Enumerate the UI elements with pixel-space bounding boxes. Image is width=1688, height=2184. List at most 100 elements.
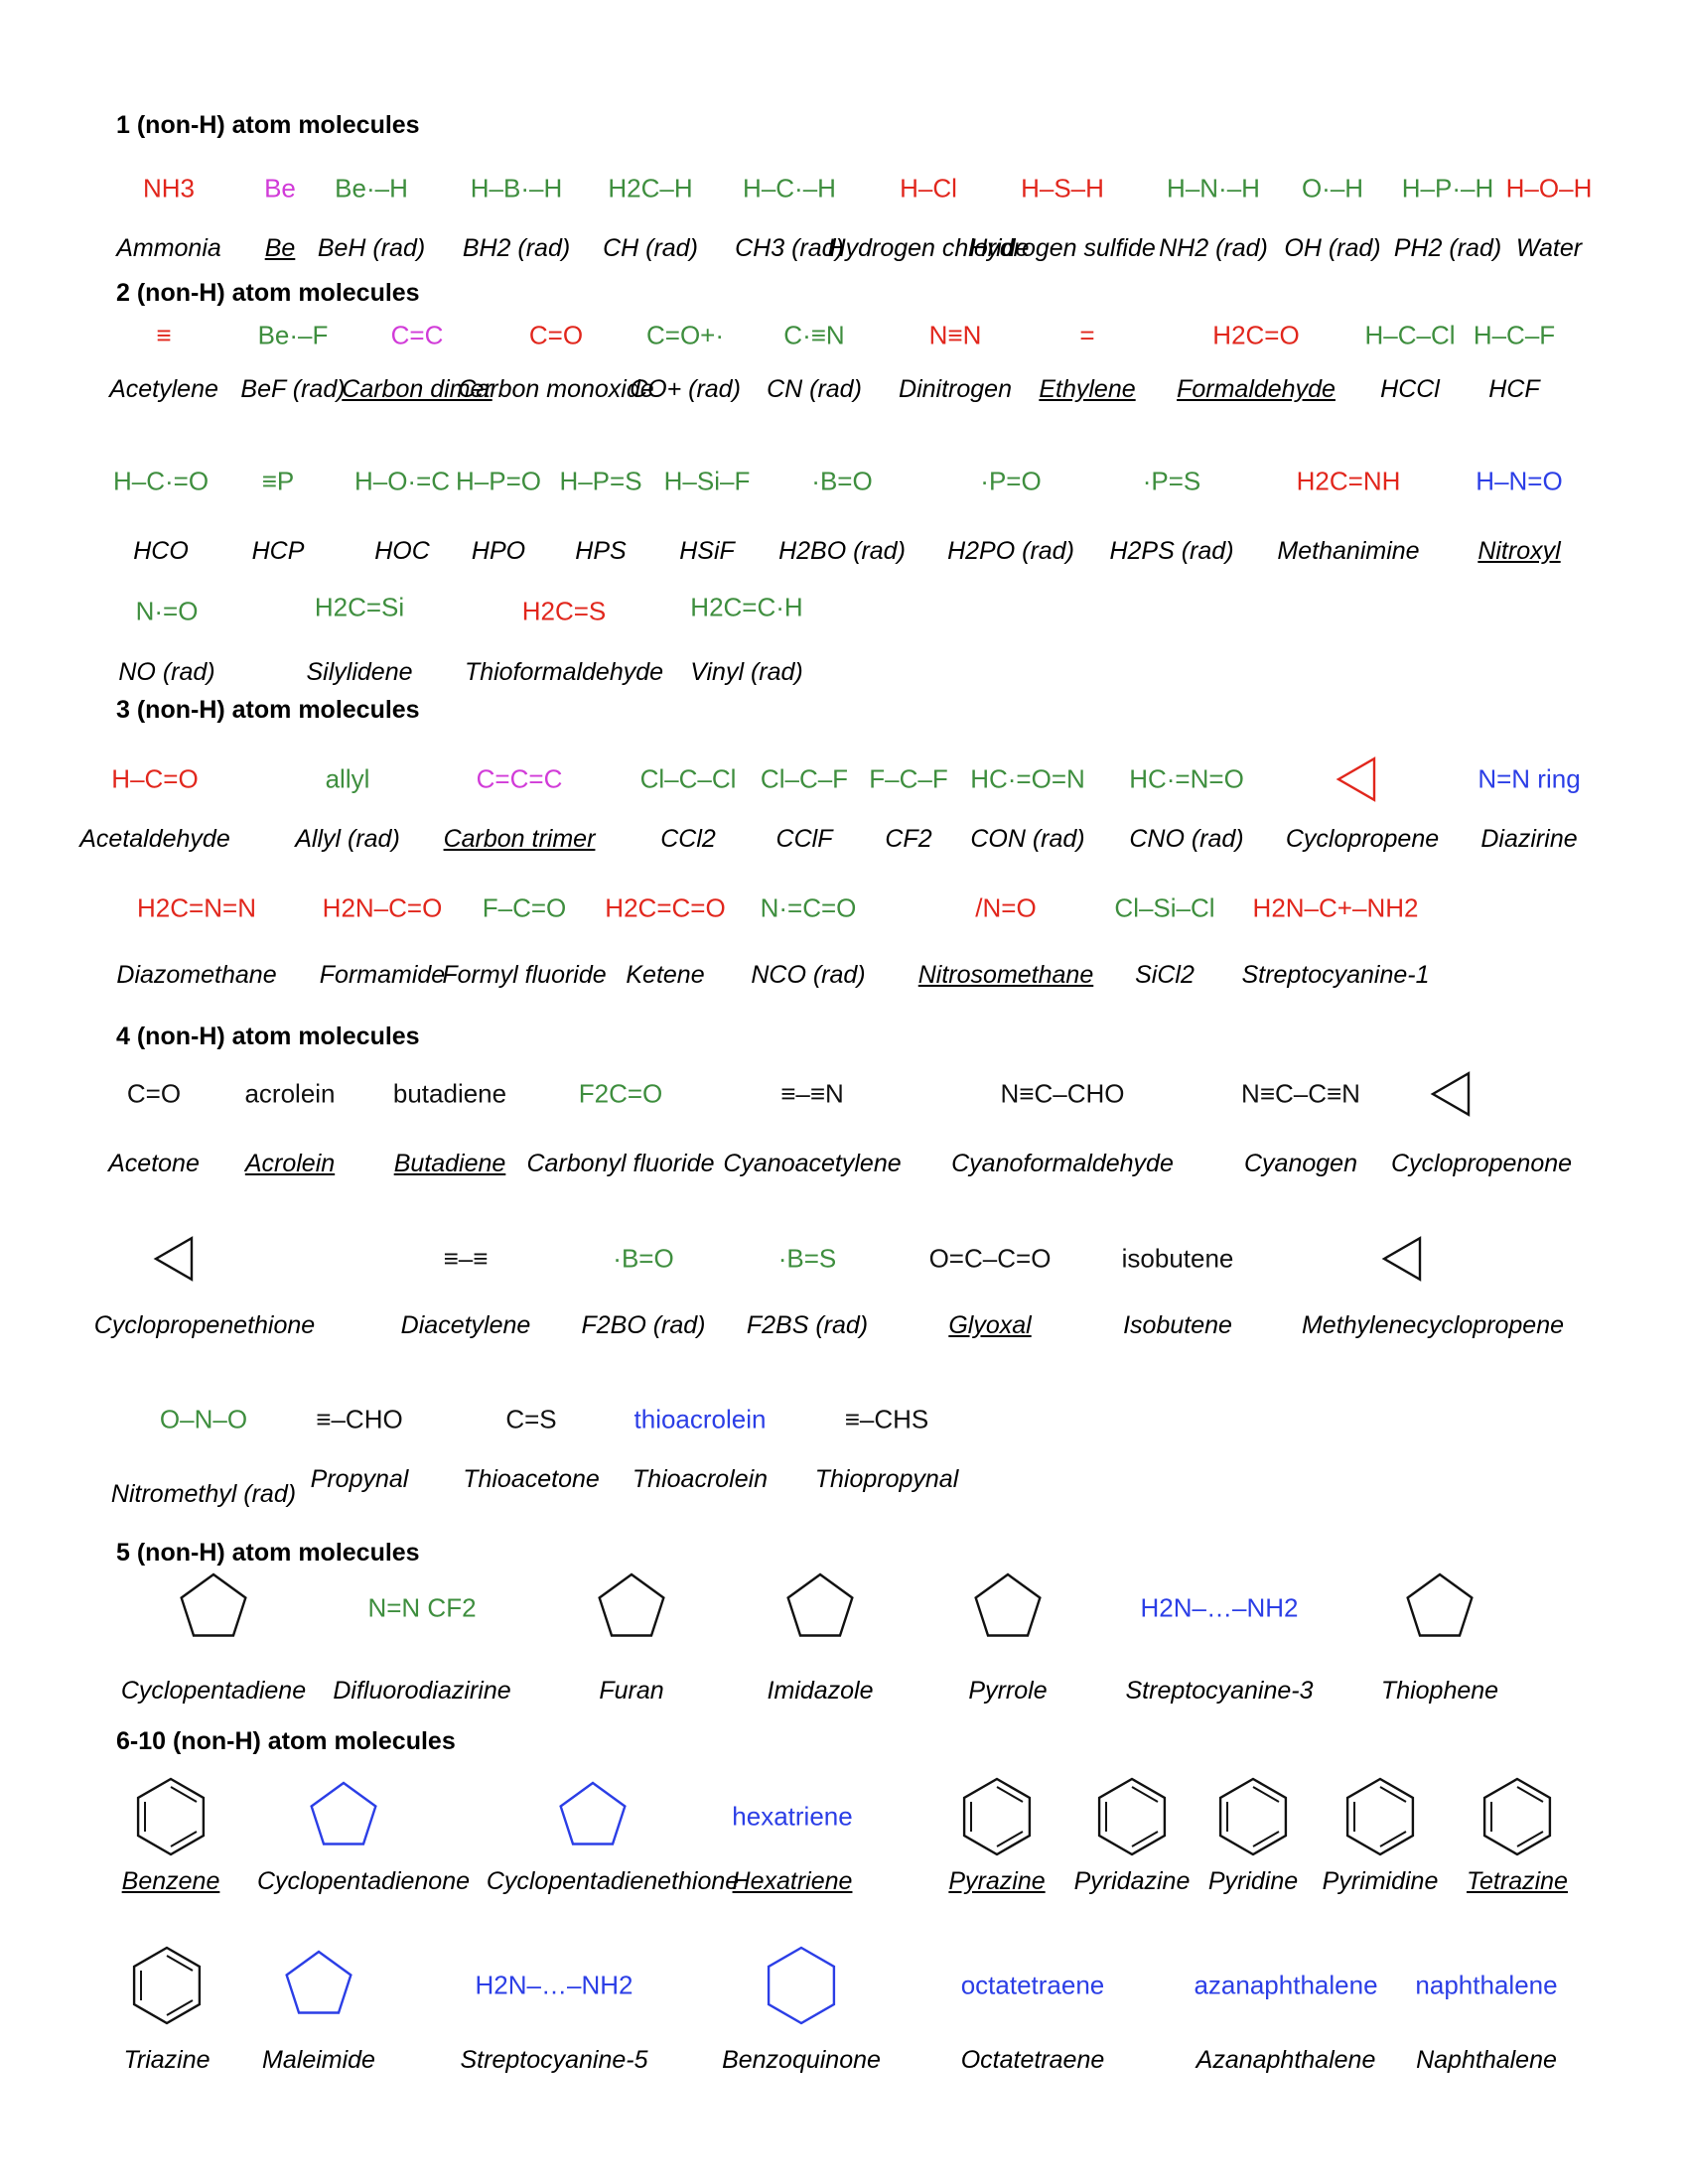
carbon-monoxide-label: Carbon monoxide — [458, 375, 654, 403]
ph2-rad-structure: H–P·–H — [1401, 173, 1494, 204]
butadiene-label: Butadiene — [393, 1150, 506, 1177]
diazomethane-label: Diazomethane — [116, 961, 277, 989]
f2bo-rad-label: F2BO (rad) — [581, 1311, 706, 1339]
cyclopropene-label: Cyclopropene — [1285, 825, 1440, 853]
h2ps-rad-label: H2PS (rad) — [1109, 537, 1234, 565]
acetylene-structure: ≡ — [156, 320, 172, 350]
methanimine-label: Methanimine — [1277, 537, 1420, 565]
silylidene-structure: H2C=Si — [314, 592, 405, 622]
thiopropynal-label: Thiopropynal — [814, 1465, 959, 1493]
formyl-fluoride-label: Formyl fluoride — [442, 961, 607, 989]
ch-rad-label: CH (rad) — [603, 234, 698, 262]
thioacetone-structure: C=S — [505, 1404, 557, 1434]
cyclopentadienone-structure — [310, 1781, 377, 1845]
cyanogen-label: Cyanogen — [1244, 1150, 1357, 1177]
cf2-structure: F–C–F — [869, 763, 948, 794]
hydrogen-sulfide-structure: H–S–H — [1021, 173, 1104, 204]
diazirine-label: Diazirine — [1480, 825, 1578, 853]
pyrrole-structure — [974, 1572, 1042, 1637]
bh2-rad-label: BH2 (rad) — [462, 234, 571, 262]
ch-rad-structure: H2C–H — [608, 173, 693, 204]
nitroxyl-label: Nitroxyl — [1477, 537, 1561, 565]
oh-rad-structure: O·–H — [1301, 173, 1364, 204]
sicl2-structure: Cl–Si–Cl — [1114, 892, 1215, 923]
hps-structure: H–P=S — [559, 466, 642, 496]
cn-rad-label: CN (rad) — [767, 375, 862, 403]
azanaphthalene-structure: azanaphthalene — [1194, 1970, 1378, 2000]
allyl-rad-structure: allyl — [325, 763, 370, 794]
f2bs-rad-structure: ·B=S — [777, 1243, 837, 1274]
ammonia-label: Ammonia — [116, 234, 221, 262]
beh-rad-structure: Be·–H — [335, 173, 408, 204]
acetone-structure: C=O — [126, 1078, 182, 1109]
hco-label: HCO — [133, 537, 189, 565]
octatetraene-label: Octatetraene — [960, 2046, 1105, 2074]
imidazole-structure — [786, 1572, 854, 1637]
formamide-label: Formamide — [319, 961, 446, 989]
hydrogen-chloride-structure: H–Cl — [900, 173, 957, 204]
diacetylene-structure: ≡–≡ — [443, 1243, 489, 1274]
butadiene-structure: butadiene — [392, 1078, 507, 1109]
hexatriene-label: Hexatriene — [732, 1867, 853, 1895]
hcf-label: HCF — [1488, 375, 1540, 403]
thioacetone-label: Thioacetone — [463, 1465, 600, 1493]
allyl-rad-label: Allyl (rad) — [295, 825, 400, 853]
benzene-label: Benzene — [121, 1867, 220, 1895]
bh2-rad-structure: H–B·–H — [470, 173, 563, 204]
streptocyanine-1-label: Streptocyanine-1 — [1241, 961, 1430, 989]
cno-rad-label: CNO (rad) — [1129, 825, 1244, 853]
imidazole-label: Imidazole — [767, 1677, 874, 1705]
methanimine-structure: H2C=NH — [1296, 466, 1401, 496]
naphthalene-label: Naphthalene — [1416, 2046, 1557, 2074]
ketene-label: Ketene — [626, 961, 705, 989]
pyrazine-structure — [962, 1777, 1032, 1856]
bef-rad-structure: Be·–F — [257, 320, 329, 350]
ethylene-structure: = — [1079, 320, 1095, 350]
thiopropynal-structure: ≡–CHS — [844, 1404, 929, 1434]
h2bo-rad-label: H2BO (rad) — [778, 537, 906, 565]
formaldehyde-label: Formaldehyde — [1177, 375, 1336, 403]
water-structure: H–O–H — [1505, 173, 1593, 204]
bef-rad-label: BeF (rad) — [240, 375, 346, 403]
streptocyanine-5-structure: H2N–…–NH2 — [475, 1970, 633, 2000]
cyclopropenethione-structure — [153, 1236, 194, 1282]
oh-rad-label: OH (rad) — [1284, 234, 1381, 262]
nitrosomethane-label: Nitrosomethane — [917, 961, 1094, 989]
formaldehyde-structure: H2C=O — [1212, 320, 1300, 350]
isobutene-structure: isobutene — [1121, 1243, 1234, 1274]
pyrrole-label: Pyrrole — [968, 1677, 1048, 1705]
cno-rad-structure: HC·=N=O — [1129, 763, 1244, 794]
hco-structure: H–C·=O — [112, 466, 210, 496]
cyclopropenone-structure — [1430, 1071, 1471, 1117]
nitroxyl-structure: H–N=O — [1476, 466, 1563, 496]
con-rad-label: CON (rad) — [970, 825, 1085, 853]
hexatriene-structure: hexatriene — [732, 1801, 853, 1832]
water-label: Water — [1515, 234, 1583, 262]
ch3-rad-structure: H–C·–H — [743, 173, 836, 204]
cyclopentadienone-label: Cyclopentadienone — [256, 1867, 471, 1895]
hydrogen-chloride-label: Hydrogen chloride — [827, 234, 1030, 262]
octatetraene-structure: octatetraene — [960, 1970, 1105, 2000]
co-rad-structure: C=O+· — [645, 320, 725, 350]
naphthalene-structure: naphthalene — [1415, 1970, 1558, 2000]
nco-rad-structure: N·=C=O — [760, 892, 857, 923]
beh-rad-label: BeH (rad) — [317, 234, 426, 262]
diazomethane-structure: H2C=N=N — [137, 892, 256, 923]
pyrazine-label: Pyrazine — [948, 1867, 1046, 1895]
pyridazine-label: Pyridazine — [1073, 1867, 1191, 1895]
cyanoformaldehyde-structure: N≡C–CHO — [1000, 1078, 1125, 1109]
cyclopropenethione-label: Cyclopropenethione — [93, 1311, 316, 1339]
cyclopentadiene-label: Cyclopentadiene — [120, 1677, 307, 1705]
cyclopropene-structure — [1336, 756, 1376, 802]
tetrazine-label: Tetrazine — [1467, 1867, 1568, 1895]
ch3-rad-label: CH3 (rad) — [735, 234, 844, 262]
section-header-1: 1 (non-H) atom molecules — [116, 111, 420, 139]
cyanoformaldehyde-label: Cyanoformaldehyde — [951, 1150, 1174, 1177]
cyanoacetylene-structure: ≡–≡N — [780, 1078, 844, 1109]
con-rad-structure: HC·=O=N — [970, 763, 1085, 794]
difluorodiazirine-structure: N=N CF2 — [367, 1592, 477, 1623]
be-structure: Be — [264, 173, 296, 204]
h2po-rad-label: H2PO (rad) — [947, 537, 1074, 565]
cclf-label: CClF — [775, 825, 833, 853]
hps-label: HPS — [575, 537, 627, 565]
